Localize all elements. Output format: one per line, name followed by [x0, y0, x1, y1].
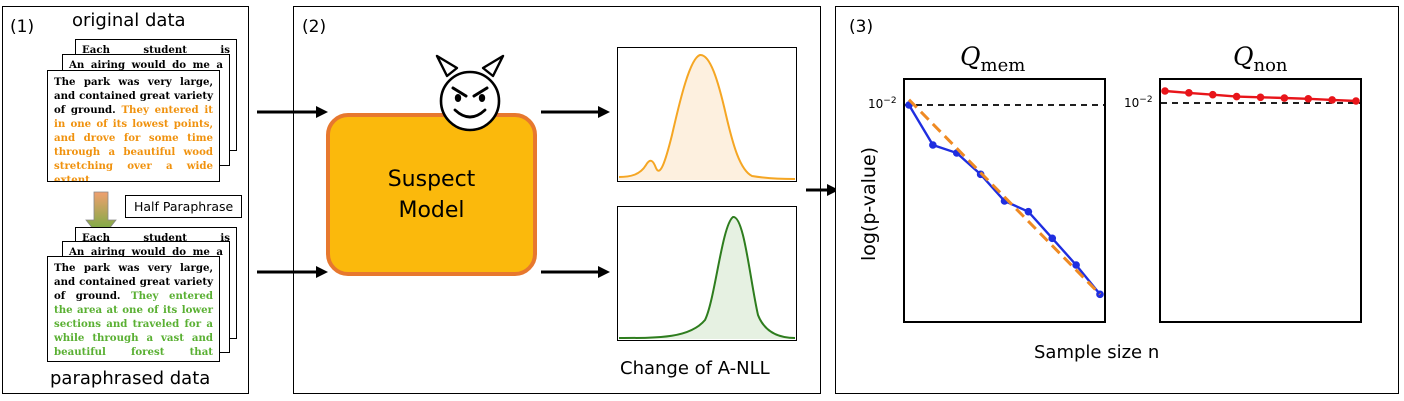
mem-threshold-tick: 10−2: [868, 96, 897, 111]
data-point: [1232, 92, 1241, 101]
panel-3-label: (3): [849, 17, 874, 37]
data-point: [1304, 94, 1313, 103]
right-plot-title: Qnon: [1233, 42, 1288, 76]
anll-caption: Change of A-NLL: [620, 358, 770, 379]
doc-plain-text: The park was very large, and contained g…: [54, 262, 213, 302]
data-point: [1352, 97, 1360, 105]
non-plot-frame: [1159, 78, 1362, 323]
title-sub: mem: [980, 55, 1026, 76]
original-anll-curve: [619, 54, 795, 180]
title-main: Q: [1233, 42, 1254, 71]
tick-exp: −2: [883, 96, 897, 106]
data-point: [1161, 87, 1169, 95]
data-point: [1256, 93, 1265, 102]
tick-base: 10: [1124, 96, 1140, 110]
title-main: Q: [960, 42, 981, 71]
suspect-model-box: Suspect Model: [326, 113, 537, 276]
doc-highlight-text: They entered it in one of its lowest poi…: [54, 104, 213, 182]
x-axis-label: Sample size n: [1034, 342, 1160, 363]
data-point: [1328, 96, 1336, 104]
original-doc-front: The park was very large, and contained g…: [47, 70, 220, 182]
data-point: [1280, 94, 1289, 102]
panel-2-label: (2): [302, 17, 327, 37]
tick-exp: −2: [1139, 95, 1153, 105]
data-point: [1072, 261, 1080, 269]
original-data-title: original data: [72, 10, 186, 31]
data-point: [1096, 290, 1104, 299]
arrows: [257, 106, 839, 278]
left-plot-title: Qmem: [960, 42, 1025, 76]
data-point: [1048, 234, 1057, 243]
half-paraphrase-label: Half Paraphrase: [125, 195, 243, 218]
paraphrased-data-title: paraphrased data: [50, 368, 211, 389]
tick-base: 10: [868, 97, 884, 111]
non-threshold-tick: 10−2: [1124, 95, 1153, 110]
paraphrased-doc-front: The park was very large, and contained g…: [47, 256, 220, 362]
suspect-model-label-line1: Suspect: [387, 166, 476, 192]
panel-1-label: (1): [10, 17, 35, 37]
doc-plain-text: The park was very large, and contained g…: [54, 76, 213, 116]
title-sub: non: [1253, 55, 1288, 76]
data-point: [929, 141, 937, 149]
original-anll-line: [618, 54, 796, 180]
data-point: [1208, 90, 1217, 99]
fit-line-0: [907, 98, 1102, 296]
suspect-model-label-line2: Model: [398, 197, 465, 223]
paraphrased-anll-fill: [619, 216, 795, 339]
data-point: [1024, 207, 1033, 216]
data-point: [1185, 89, 1193, 97]
doc-highlight-text: They entered the area at one of its lowe…: [54, 290, 214, 361]
paraphrased-anll-line: [618, 216, 796, 339]
